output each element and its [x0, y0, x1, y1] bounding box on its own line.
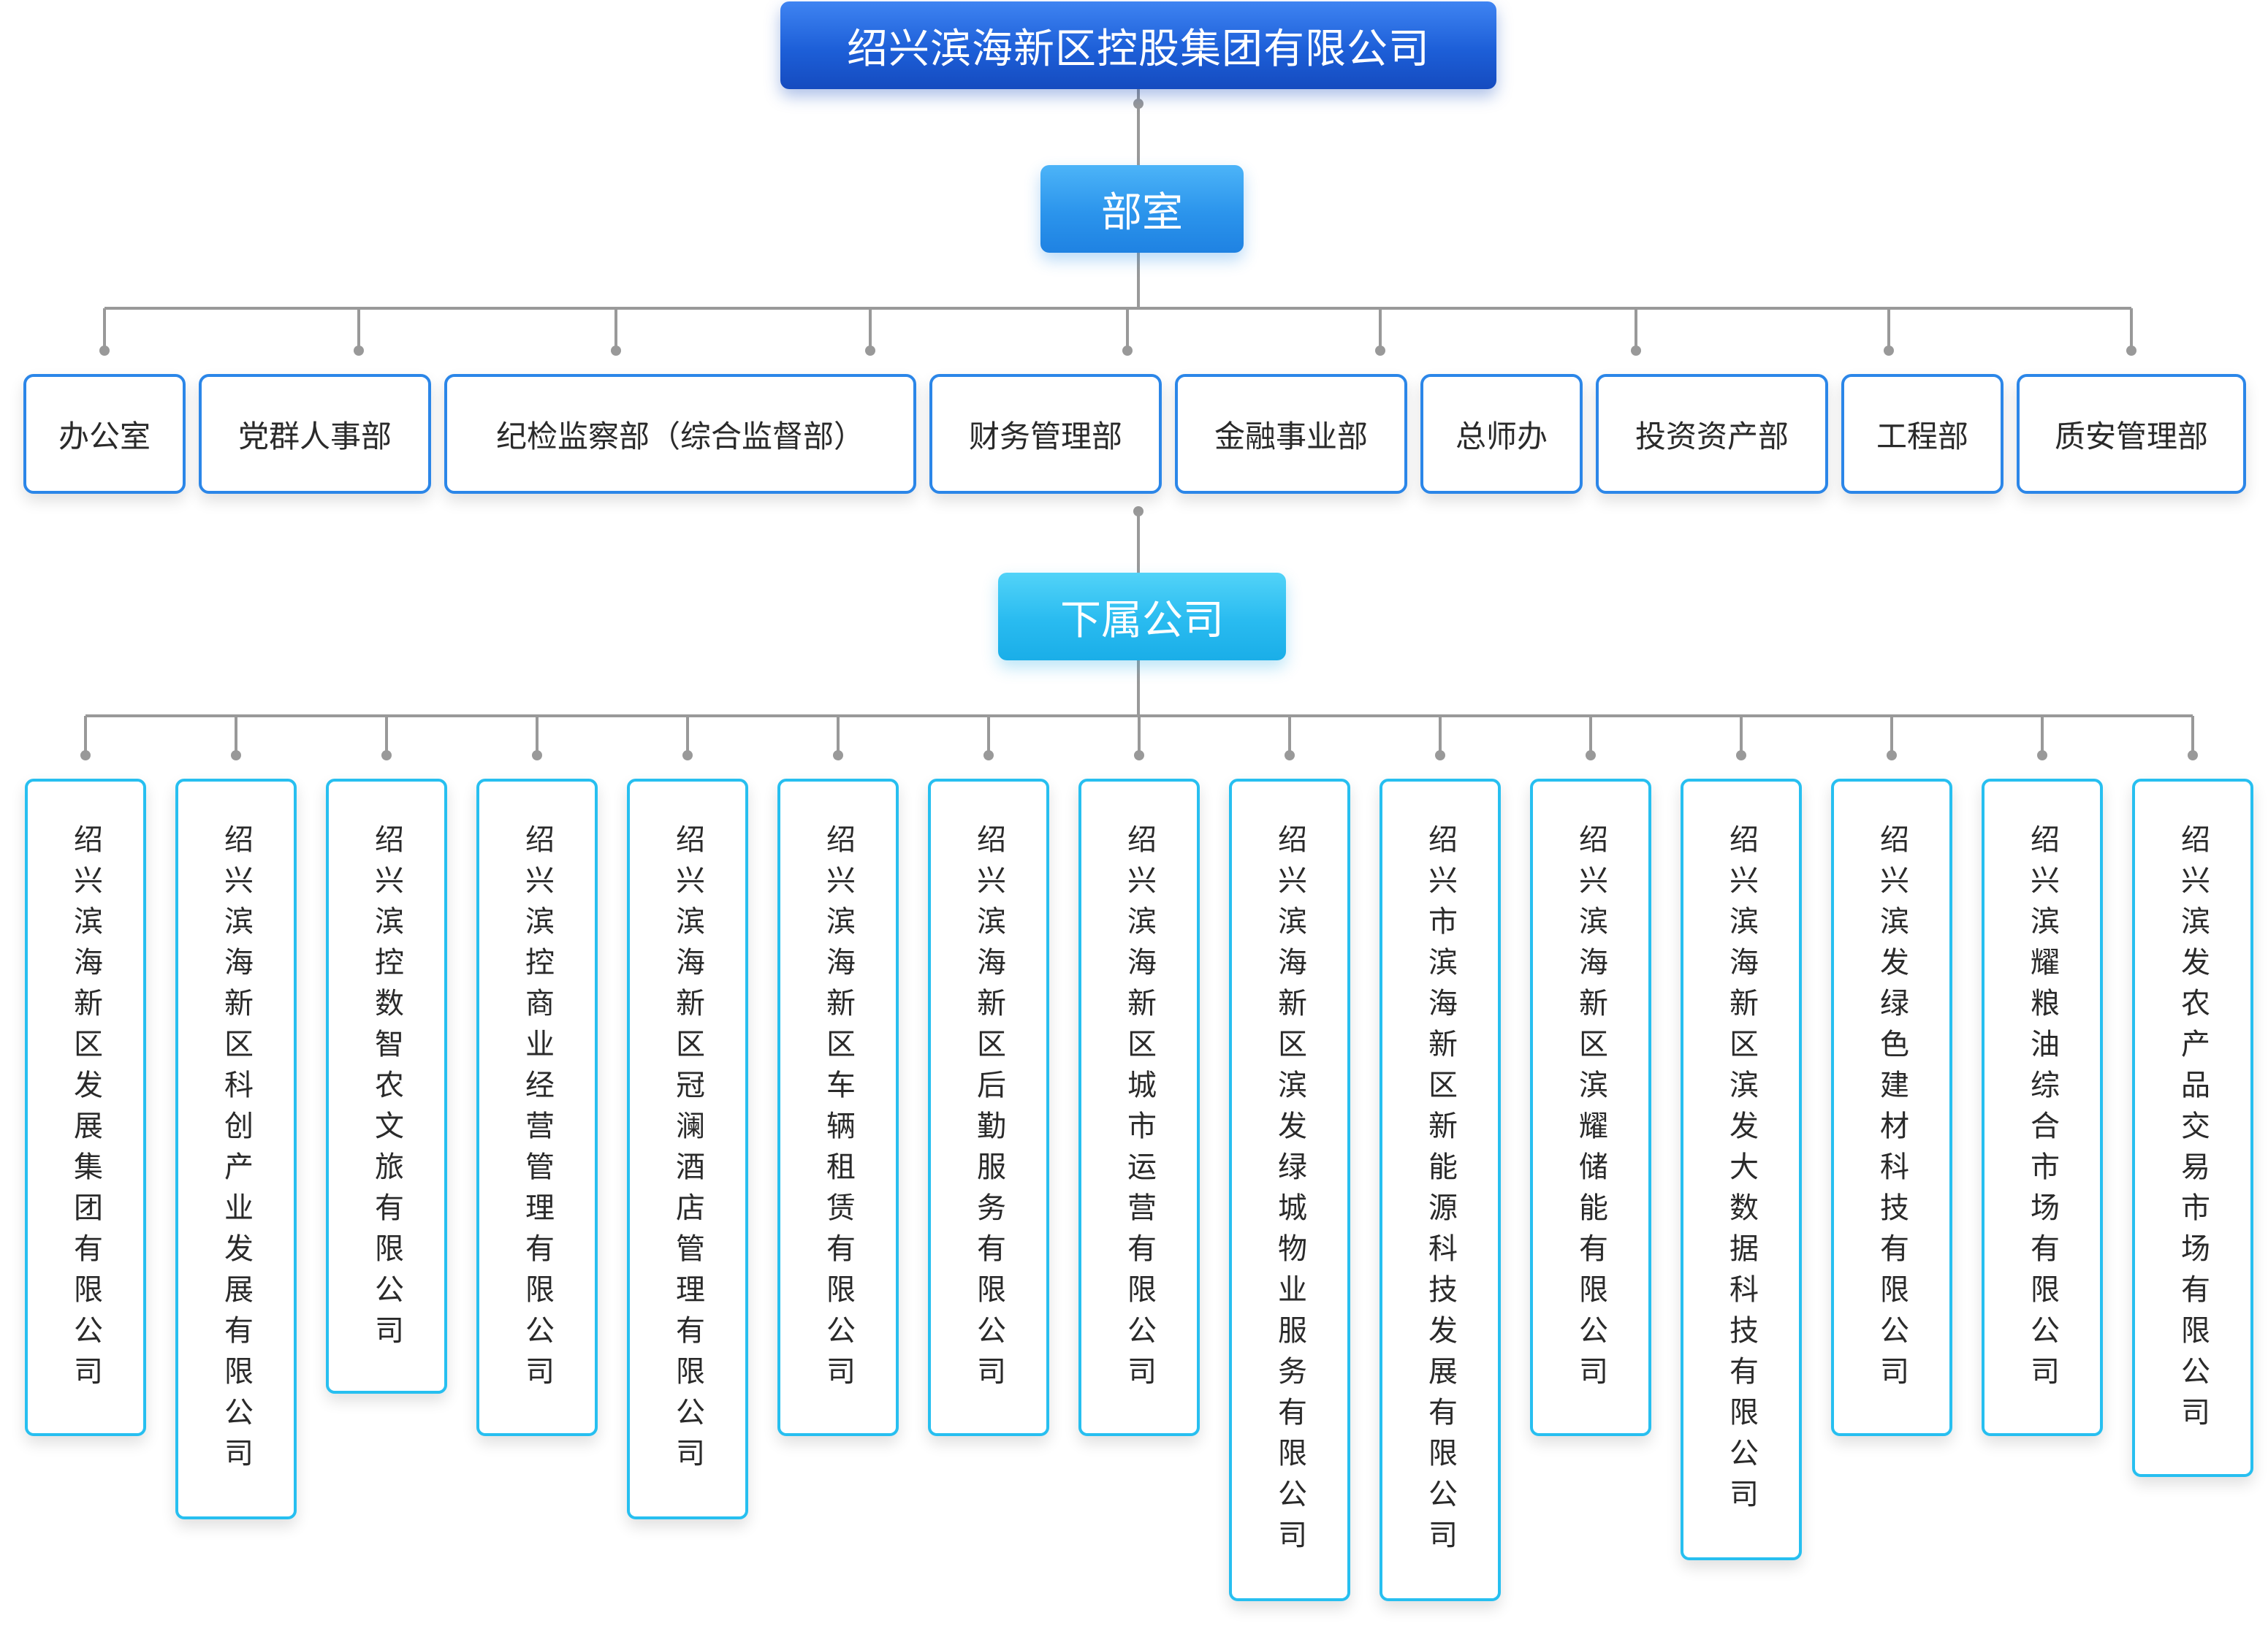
connector-dot — [381, 750, 392, 760]
connector-dot — [682, 750, 693, 760]
connector-dot — [1631, 346, 1641, 356]
subsidiary-box[interactable]: 绍兴滨发农产品交易市场有限公司 — [2132, 779, 2253, 1477]
connector-dot — [1435, 750, 1445, 760]
subsidiary-name: 绍兴滨发绿色建材科技有限公司 — [1875, 824, 1909, 1397]
connector-dot — [231, 750, 241, 760]
subsidiary-box[interactable]: 绍兴滨海新区科创产业发展有限公司 — [175, 779, 297, 1519]
connector-dot — [354, 346, 364, 356]
subsidiary-name: 绍兴滨海新区科创产业发展有限公司 — [219, 824, 253, 1478]
subsidiary-name: 绍兴滨海新区城市运营有限公司 — [1122, 824, 1156, 1397]
subsidiary-name: 绍兴滨控数智农文旅有限公司 — [370, 824, 403, 1356]
department-box[interactable]: 总师办 — [1420, 374, 1583, 494]
subsidiary-box[interactable]: 绍兴滨海新区滨发大数据科技有限公司 — [1681, 779, 1802, 1560]
department-box[interactable]: 投资资产部 — [1596, 374, 1828, 494]
subsidiary-box[interactable]: 绍兴滨海新区发展集团有限公司 — [25, 779, 146, 1436]
connector-dot — [1887, 750, 1897, 760]
connector-dot — [80, 750, 91, 760]
subsidiary-name: 绍兴滨发农产品交易市场有限公司 — [2176, 824, 2210, 1438]
subsidiary-name: 绍兴市滨海新区新能源科技发展有限公司 — [1423, 824, 1457, 1560]
subsidiary-box[interactable]: 绍兴滨控商业经营管理有限公司 — [476, 779, 598, 1436]
subsidiary-name: 绍兴滨海新区滨发绿城物业服务有限公司 — [1273, 824, 1306, 1560]
connector-dot — [833, 750, 843, 760]
department-box[interactable]: 金融事业部 — [1175, 374, 1407, 494]
subsidiary-box[interactable]: 绍兴市滨海新区新能源科技发展有限公司 — [1380, 779, 1501, 1601]
departments-header[interactable]: 部室 — [1040, 165, 1244, 253]
connector-dot — [1122, 346, 1133, 356]
subsidiary-box[interactable]: 绍兴滨发绿色建材科技有限公司 — [1831, 779, 1952, 1436]
department-box[interactable]: 工程部 — [1841, 374, 2003, 494]
subsidiary-name: 绍兴滨海新区滨耀储能有限公司 — [1574, 824, 1607, 1397]
subsidiary-name: 绍兴滨耀粮油综合市场有限公司 — [2025, 824, 2059, 1397]
department-box[interactable]: 纪检监察部（综合监督部） — [444, 374, 916, 494]
connector-dot — [2188, 750, 2198, 760]
subsidiary-name: 绍兴滨海新区滨发大数据科技有限公司 — [1724, 824, 1758, 1519]
connector-dot — [611, 346, 621, 356]
connector-dot — [865, 346, 875, 356]
connector-dot — [1133, 506, 1143, 516]
connector-dot — [983, 750, 994, 760]
subsidiary-name: 绍兴滨海新区冠澜酒店管理有限公司 — [671, 824, 704, 1478]
root-company-box[interactable]: 绍兴滨海新区控股集团有限公司 — [780, 1, 1496, 89]
connector-dot — [99, 346, 110, 356]
subsidiary-box[interactable]: 绍兴滨控数智农文旅有限公司 — [326, 779, 447, 1394]
connector-dot — [1586, 750, 1596, 760]
subsidiary-box[interactable]: 绍兴滨海新区滨发绿城物业服务有限公司 — [1229, 779, 1350, 1601]
connector-dot — [2126, 346, 2136, 356]
subsidiary-box[interactable]: 绍兴滨海新区城市运营有限公司 — [1078, 779, 1200, 1436]
connector-dot — [1375, 346, 1385, 356]
subsidiary-box[interactable]: 绍兴滨海新区冠澜酒店管理有限公司 — [627, 779, 748, 1519]
subsidiary-box[interactable]: 绍兴滨海新区后勤服务有限公司 — [928, 779, 1049, 1436]
subsidiary-name: 绍兴滨控商业经营管理有限公司 — [520, 824, 554, 1397]
connector-dot — [1884, 346, 1894, 356]
connector-dot — [532, 750, 542, 760]
subsidiary-name: 绍兴滨海新区车辆租赁有限公司 — [821, 824, 855, 1397]
department-box[interactable]: 财务管理部 — [929, 374, 1162, 494]
connector-dot — [2037, 750, 2047, 760]
subsidiary-name: 绍兴滨海新区后勤服务有限公司 — [972, 824, 1005, 1397]
subsidiary-box[interactable]: 绍兴滨海新区滨耀储能有限公司 — [1530, 779, 1651, 1436]
subsidiary-box[interactable]: 绍兴滨耀粮油综合市场有限公司 — [1982, 779, 2103, 1436]
subsidiary-name: 绍兴滨海新区发展集团有限公司 — [69, 824, 102, 1397]
department-box[interactable]: 党群人事部 — [199, 374, 431, 494]
department-box[interactable]: 办公室 — [23, 374, 186, 494]
department-box[interactable]: 质安管理部 — [2017, 374, 2246, 494]
connector-dot — [1736, 750, 1746, 760]
connector-dot — [1285, 750, 1295, 760]
subsidiary-box[interactable]: 绍兴滨海新区车辆租赁有限公司 — [777, 779, 899, 1436]
subsidiaries-header[interactable]: 下属公司 — [998, 573, 1286, 660]
connector-dot — [1134, 750, 1144, 760]
connector-dot — [1133, 99, 1143, 109]
